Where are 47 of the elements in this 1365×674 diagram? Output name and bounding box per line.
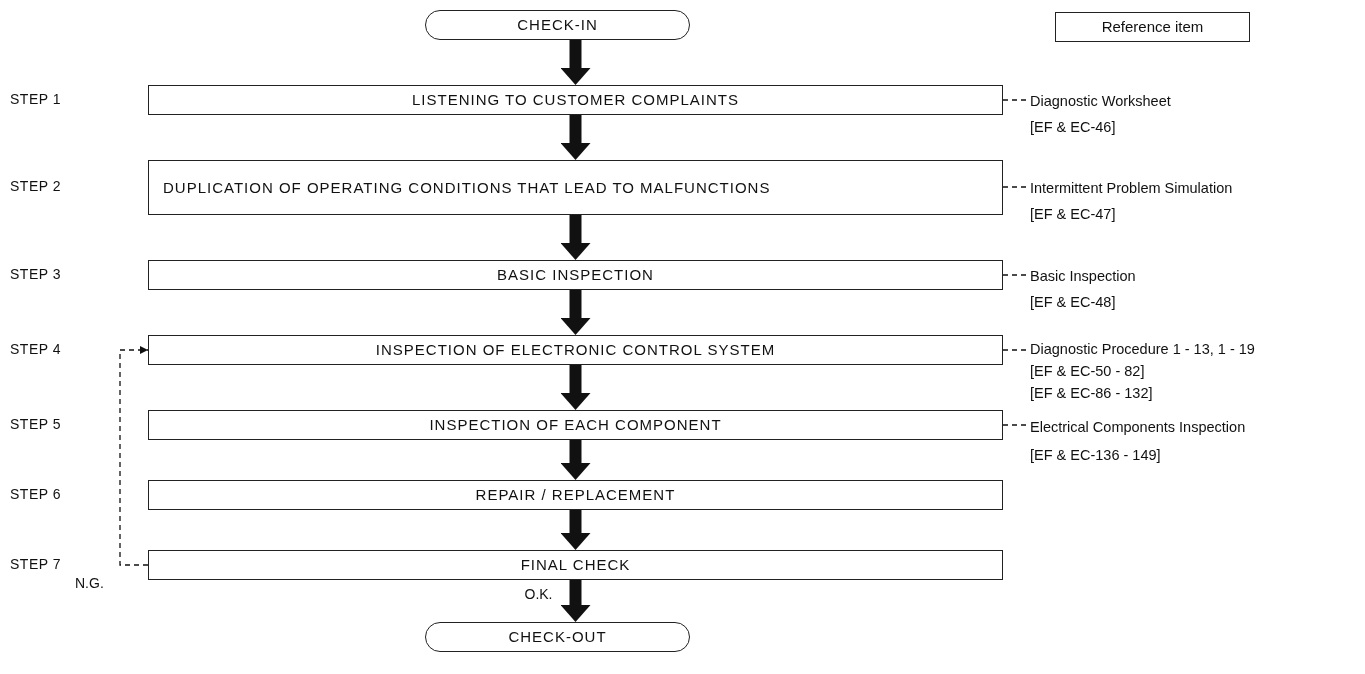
reference-title: Diagnostic Procedure 1 - 13, 1 - 19 [1030, 340, 1255, 359]
process-box [148, 260, 1003, 290]
page-reference: [EF & EC-47] [1030, 205, 1116, 224]
flow-arrow [560, 510, 591, 550]
process-box [148, 160, 1003, 215]
reference-header-box [1055, 12, 1250, 42]
page-reference: [EF & EC-86 - 132] [1030, 384, 1153, 403]
step-label: STEP 5 [10, 416, 61, 432]
box-label: FINAL CHECK [519, 555, 632, 575]
flow-arrow [560, 115, 591, 160]
box-label: REPAIR / REPLACEMENT [474, 485, 677, 505]
flow-arrow [560, 40, 591, 85]
box-label: CHECK-OUT [508, 627, 607, 647]
page-reference: [EF & EC-46] [1030, 118, 1116, 137]
reference-title: Diagnostic Worksheet [1030, 92, 1171, 111]
edge-label: N.G. [74, 575, 105, 591]
step-label: STEP 4 [10, 341, 61, 357]
process-box [148, 550, 1003, 580]
process-box [148, 480, 1003, 510]
step-label: STEP 2 [10, 178, 61, 194]
box-label: DUPLICATION OF OPERATING CONDITIONS THAT LEAD TO MALFUNCTIONS [163, 177, 772, 198]
page-reference: [EF & EC-50 - 82] [1030, 362, 1145, 381]
reference-title: Intermittent Problem Simulation [1030, 179, 1233, 198]
process-box [148, 410, 1003, 440]
box-label: CHECK-IN [517, 15, 598, 35]
flow-arrow [560, 365, 591, 410]
flow-arrow [560, 440, 591, 480]
box-label: INSPECTION OF EACH COMPONENT [428, 415, 723, 435]
box-label: BASIC INSPECTION [496, 265, 655, 285]
feedback-arrow [119, 346, 149, 566]
edge-label: O.K. [523, 586, 554, 602]
reference-title: Basic Inspection [1030, 267, 1136, 286]
step-label: STEP 3 [10, 266, 61, 282]
page-reference: [EF & EC-48] [1030, 293, 1116, 312]
box-label: INSPECTION OF ELECTRONIC CONTROL SYSTEM [374, 340, 777, 360]
reference-title: Electrical Components Inspection [1030, 418, 1246, 437]
step-label: STEP 7 [10, 556, 61, 572]
step-label: STEP 6 [10, 486, 61, 502]
box-label: LISTENING TO CUSTOMER COMPLAINTS [410, 90, 741, 110]
step-label: STEP 1 [10, 91, 61, 107]
process-box [148, 85, 1003, 115]
flow-arrow [560, 580, 591, 622]
flow-arrow [560, 290, 591, 335]
flow-arrow [560, 215, 591, 260]
box-label: Reference item [1101, 17, 1204, 37]
process-box [148, 335, 1003, 365]
page-reference: [EF & EC-136 - 149] [1030, 446, 1161, 465]
